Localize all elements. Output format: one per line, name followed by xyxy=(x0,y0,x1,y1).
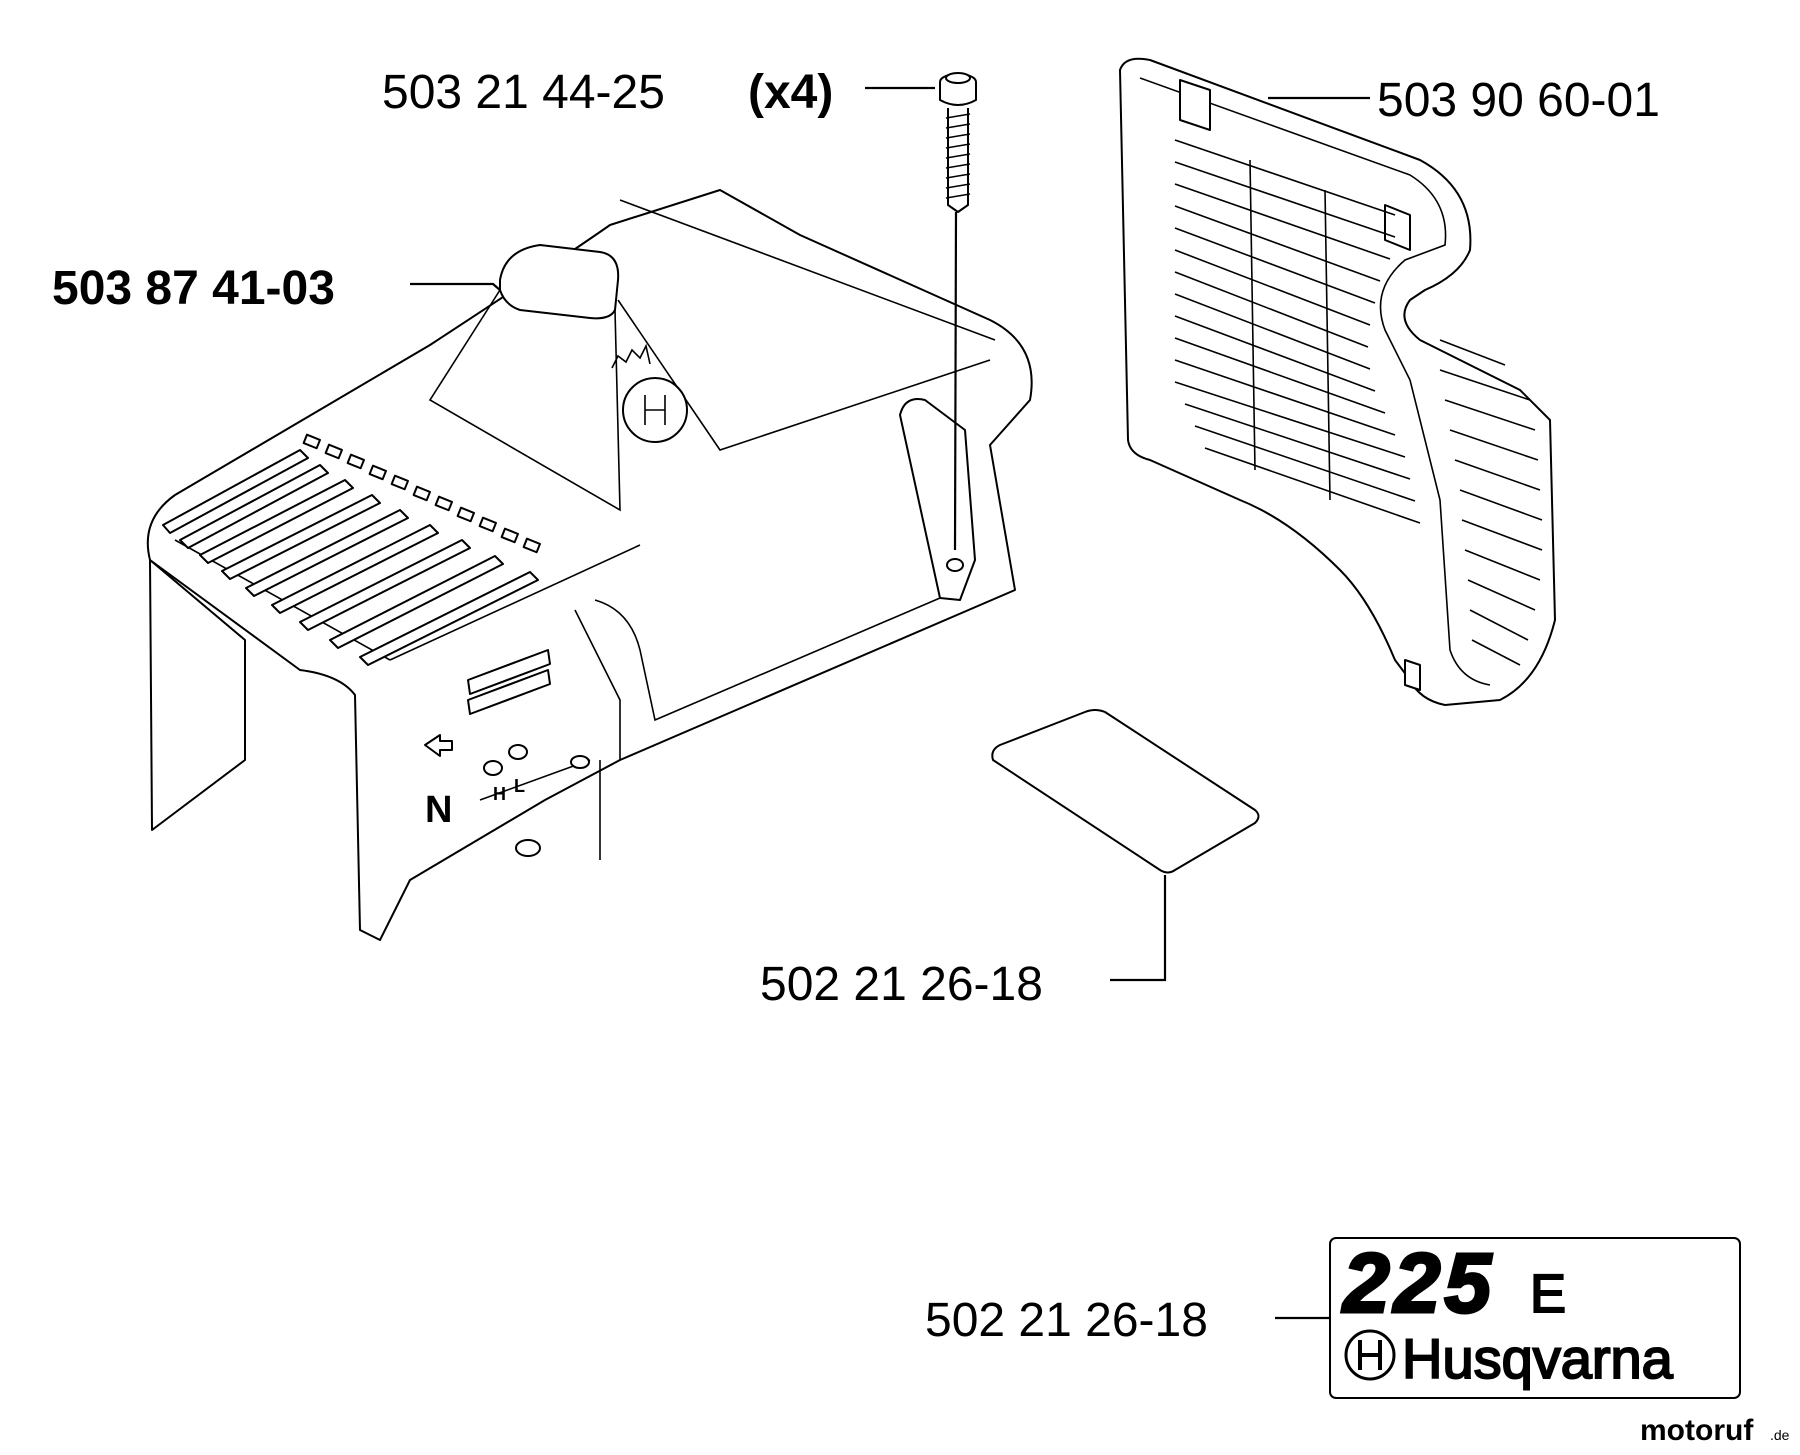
cover-marking-n: N xyxy=(425,789,452,831)
choke-arrow-icon xyxy=(424,734,453,757)
husqvarna-crown-logo-icon xyxy=(611,343,688,443)
label-part-number: 502 21 26-18 xyxy=(760,958,1043,1011)
decal-husqvarna-logo-icon xyxy=(1344,1329,1396,1381)
watermark-text: motoruf xyxy=(1640,1414,1754,1447)
guard-grille-drawing xyxy=(1119,57,1556,706)
guard-part-number: 503 90 60-01 xyxy=(1377,74,1660,127)
blank-label-drawing xyxy=(991,709,1260,874)
screw-part-number: 503 21 44-25 xyxy=(382,66,665,119)
engine-cover-drawing: H L N xyxy=(146,189,1033,941)
decal-part-number: 502 21 26-18 xyxy=(925,1294,1208,1347)
cover-leader-line xyxy=(410,282,501,291)
cover-marking-l: L xyxy=(514,776,525,796)
decal-225e-drawing: 225 E Husqvarna xyxy=(1329,1235,1741,1399)
decal-model: 225 xyxy=(1341,1236,1495,1330)
screw-drawing xyxy=(939,72,977,551)
decal-brand: Husqvarna xyxy=(1402,1327,1674,1390)
watermark-tld: .de xyxy=(1770,1427,1790,1443)
label-leader-line xyxy=(1110,875,1167,982)
screw-quantity: (x4) xyxy=(748,66,833,119)
cover-marking-h: H xyxy=(493,784,506,804)
cover-part-number: 503 87 41-03 xyxy=(52,262,335,315)
decal-suffix: E xyxy=(1530,1264,1566,1324)
